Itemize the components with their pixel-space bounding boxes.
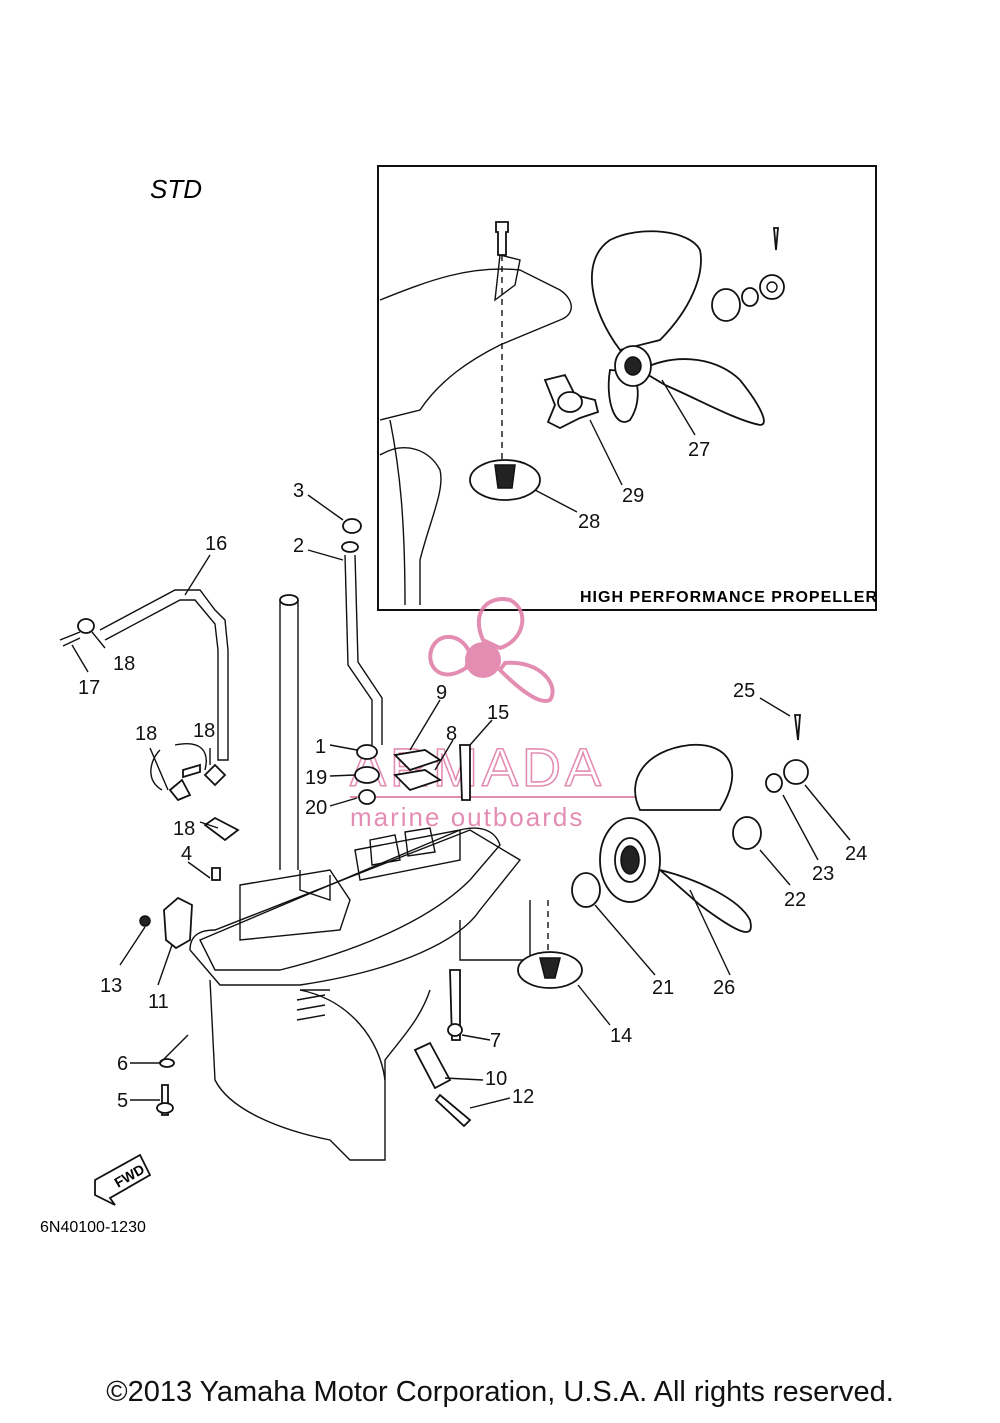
watermark-brand: ARMADA bbox=[350, 738, 605, 798]
callout-5: 5 bbox=[117, 1090, 128, 1112]
callout-21: 21 bbox=[652, 977, 674, 999]
variant-label: STD bbox=[150, 174, 202, 204]
watermark: ARMADA marine outboards bbox=[349, 597, 650, 832]
propeller-std bbox=[517, 714, 809, 989]
callout-26: 26 bbox=[713, 977, 735, 999]
callout-1: 1 bbox=[315, 736, 326, 758]
watermark-tagline: marine outboards bbox=[350, 802, 584, 832]
callout-3: 3 bbox=[293, 480, 304, 502]
callout-13: 13 bbox=[100, 975, 122, 997]
callout-11: 11 bbox=[148, 991, 169, 1013]
callout-labels: 3 2 16 18 17 18 18 18 1 19 20 9 8 15 4 1… bbox=[78, 439, 867, 1112]
callout-18a: 18 bbox=[113, 653, 135, 675]
callout-29: 29 bbox=[622, 485, 644, 507]
callout-7: 7 bbox=[490, 1030, 501, 1052]
callout-6: 6 bbox=[117, 1053, 128, 1075]
callout-2: 2 bbox=[293, 535, 304, 557]
callout-20: 19 bbox=[305, 767, 327, 789]
callout-8: 8 bbox=[446, 723, 457, 745]
lower-casing bbox=[163, 594, 531, 1161]
callout-19: 20 bbox=[305, 797, 327, 819]
callout-9: 9 bbox=[436, 682, 447, 704]
copyright-footer: ©2013 Yamaha Motor Corporation, U.S.A. A… bbox=[106, 1376, 894, 1408]
callout-24: 24 bbox=[845, 843, 867, 865]
callout-18c: 18 bbox=[193, 720, 215, 742]
callout-16: 16 bbox=[205, 533, 227, 555]
callout-10: 10 bbox=[485, 1068, 507, 1090]
callout-18d: 18 bbox=[173, 818, 195, 840]
fwd-arrow-icon: FWD bbox=[94, 1153, 152, 1206]
callout-22: 22 bbox=[784, 889, 806, 911]
drawing-number: 6N40100-1230 bbox=[40, 1219, 146, 1236]
callout-25: 25 bbox=[733, 680, 755, 702]
leader-lines bbox=[71, 379, 851, 1109]
small-parts bbox=[59, 518, 472, 1128]
inset-title: HIGH PERFORMANCE PROPELLER bbox=[580, 589, 878, 606]
hose-assembly bbox=[99, 541, 383, 791]
callout-15: 15 bbox=[487, 702, 509, 724]
callout-18b: 18 bbox=[135, 723, 157, 745]
callout-27: 27 bbox=[688, 439, 710, 461]
callout-23: 23 bbox=[812, 863, 834, 885]
callout-17: 17 bbox=[78, 677, 100, 699]
callout-28: 28 bbox=[578, 511, 600, 533]
inset-high-performance-propeller: HIGH PERFORMANCE PROPELLER bbox=[377, 165, 878, 611]
callout-14: 14 bbox=[610, 1025, 632, 1047]
callout-4: 4 bbox=[181, 843, 192, 865]
callout-12: 12 bbox=[512, 1086, 534, 1108]
